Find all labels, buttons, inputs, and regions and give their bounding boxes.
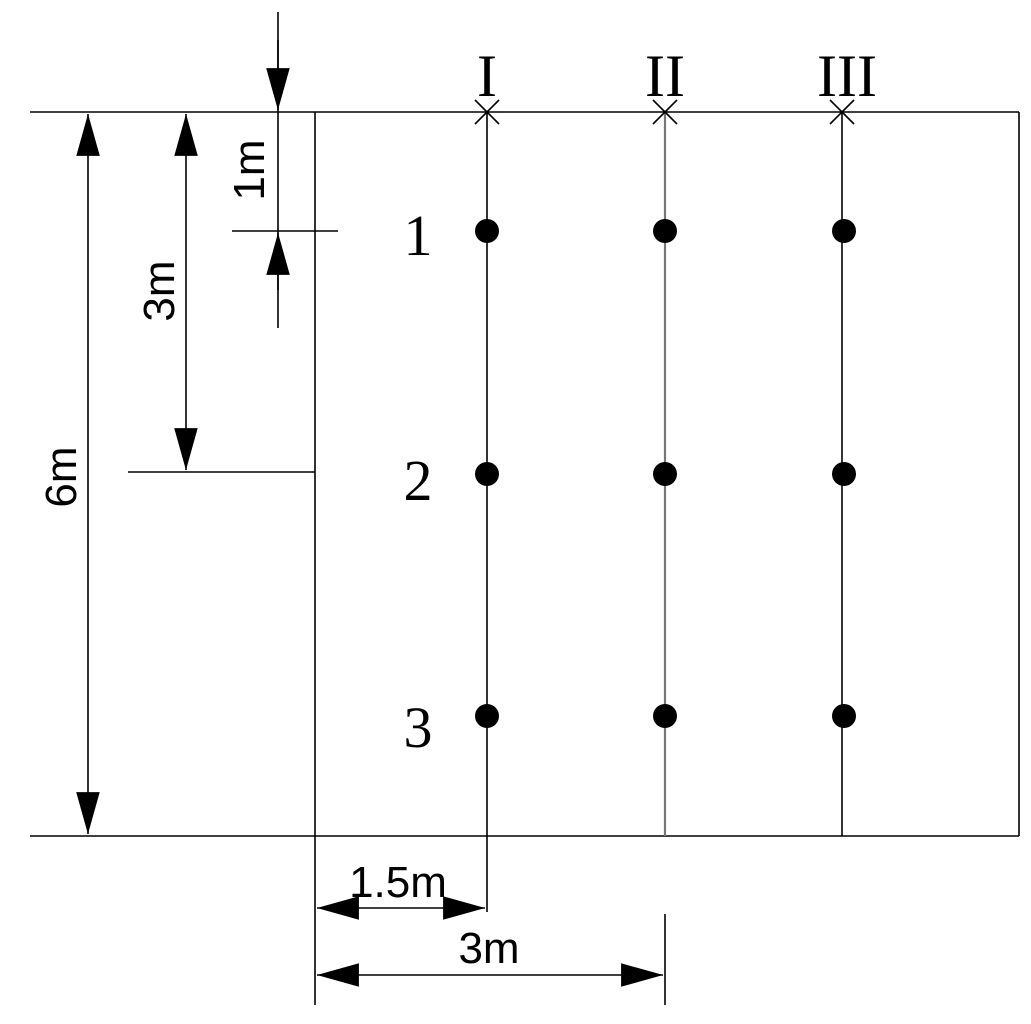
point-I-2 [475,462,499,486]
point-II-2 [653,462,677,486]
point-III-1 [832,219,856,243]
column-II-label: II [645,43,685,109]
point-III-3 [832,704,856,728]
row-3-label: 3 [404,695,433,760]
dimension-1.5m-label: 1.5m [349,858,447,907]
column-III-marker [829,99,855,125]
column-I-marker [474,99,500,125]
column-I-label: I [477,43,497,109]
column-III-label: III [817,43,877,109]
dimension-3m-offset-label: 3m [458,924,519,973]
row-2-label: 2 [404,448,433,513]
point-III-2 [832,462,856,486]
point-II-3 [653,704,677,728]
row-1-label: 1 [404,203,433,268]
dimension-6m-label: 6m [37,446,86,507]
column-II-marker [652,99,678,125]
point-I-1 [475,219,499,243]
point-I-3 [475,704,499,728]
dimension-3m-depth-label: 3m [135,260,184,321]
dimension-1m-label: 1m [225,139,274,200]
point-II-1 [653,219,677,243]
